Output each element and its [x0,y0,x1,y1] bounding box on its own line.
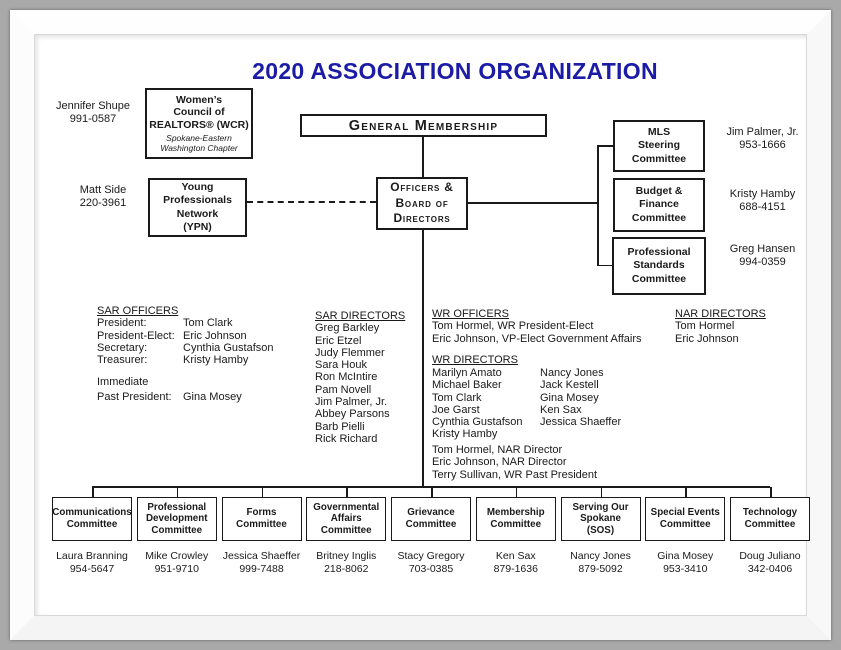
committee-box: Communications Committee [52,497,132,541]
sar-directors-section: SAR DIRECTORS Greg Barkley Eric Etzel Ju… [315,310,425,445]
committee-box: Special Events Committee [645,497,726,541]
wr-directors-notes: Tom Hormel, NAR Director Eric Johnson, N… [432,444,598,481]
committee-box: Professional Development Committee [136,497,217,541]
general-membership-box: General Membership [300,114,547,137]
mls-steering-box: MLS Steering Committee [613,120,705,172]
sar-officers-heading: SAR OFFICERS [97,305,179,317]
committee-cell: Professional Development Committee Mike … [136,487,217,575]
committee-contact: Doug Juliano 342-0406 [739,550,801,575]
sar-directors-names: Greg Barkley Eric Etzel Judy Flemmer Sar… [315,322,390,445]
officer-row: President: Tom Clark [97,317,233,330]
officer-row: Past President: Gina Mosey [97,390,242,403]
connector-bottom-rail [92,486,770,488]
wcr-box-title: Women’s Council of REALTORS® (WCR) [149,93,249,131]
mls-steering-contact: Jim Palmer, Jr. 953-1666 [726,126,799,152]
connector-stub [92,487,94,497]
committee-box: Governmental Affairs Committee [306,497,387,541]
committee-contact: Laura Branning 954-5647 [56,550,128,575]
officer-row: President-Elect: Eric Johnson [97,329,247,342]
committee-box: Membership Committee [475,497,556,541]
committee-contact: Mike Crowley 951-9710 [145,550,209,575]
wcr-box-subtitle: Spokane-Eastern Washington Chapter [160,132,238,154]
sar-directors-heading: SAR DIRECTORS [315,310,406,322]
officer-row: Secretary: Cynthia Gustafson [97,341,274,354]
connector-stub [431,487,433,497]
connector-stub [261,487,263,497]
wr-officers-section: WR OFFICERS Tom Hormel, WR President-Ele… [432,308,662,345]
wcr-box: Women’s Council of REALTORS® (WCR) Spoka… [145,88,253,159]
budget-finance-box: Budget & Finance Committee [613,178,705,232]
wr-officers-heading: WR OFFICERS [432,308,509,320]
professional-standards-contact: Greg Hansen 994-0359 [729,243,796,269]
officer-row: Immediate [97,376,149,389]
nar-directors-heading: NAR DIRECTORS [675,308,766,320]
page-title: 2020 ASSOCIATION ORGANIZATION [252,58,658,84]
committee-cell: Membership Committee Ken Sax 879-1636 [475,487,556,575]
committee-contact: Stacy Gregory 703-0385 [397,550,465,575]
committee-cell: Special Events Committee Gina Mosey 953-… [645,487,726,575]
connector-stub [600,487,602,497]
committee-cell: Communications Committee Laura Branning … [52,487,132,575]
nar-directors-names: Tom Hormel Eric Johnson [675,320,739,345]
connector-stub-standards [597,264,612,266]
ypn-contact: Matt Side 220-3961 [79,184,127,210]
professional-standards-box: Professional Standards Committee [612,237,706,295]
connector-officers-to-right [468,202,598,204]
committee-cell: Grievance Committee Stacy Gregory 703-03… [391,487,471,575]
connector-stub-mls [597,145,613,147]
committee-cell: Governmental Affairs Committee Britney I… [306,487,387,575]
ypn-box: Young Professionals Network (YPN) [148,178,247,237]
committee-contact: Nancy Jones 879-5092 [570,550,631,575]
connector-stub [176,487,179,497]
committee-cell: Serving Our Spokane (SOS) Nancy Jones 87… [560,487,641,575]
wr-directors-col1: Marilyn Amato Michael Baker Tom Clark Jo… [432,367,523,441]
sar-officers-section: SAR OFFICERS President: Tom Clark Presid… [97,305,297,403]
committee-box: Technology Committee [730,497,810,541]
committee-contact: Jessica Shaeffer 999-7488 [222,550,301,575]
committee-box: Forms Committee [221,497,302,541]
committee-contact: Gina Mosey 953-3410 [657,550,714,575]
officers-board-box: Officers & Board of Directors [376,177,468,230]
budget-finance-contact: Kristy Hamby 688-4151 [729,188,796,214]
connector-stub [685,487,687,497]
connector-stub [346,487,348,497]
wr-officers-lines: Tom Hormel, WR President-Elect Eric John… [432,320,642,345]
connector-officers-to-bottom [422,230,424,487]
connector-stub [770,487,772,497]
committee-row: Communications Committee Laura Branning … [52,487,810,575]
committee-box: Serving Our Spokane (SOS) [560,497,641,541]
wcr-contact: Jennifer Shupe 991-0587 [56,100,130,126]
wr-directors-heading: WR DIRECTORS [432,354,518,366]
committee-cell: Forms Committee Jessica Shaeffer 999-748… [221,487,302,575]
wr-directors-col2: Nancy Jones Jack Kestell Gina Mosey Ken … [540,367,622,429]
committee-cell: Technology Committee Doug Juliano 342-04… [730,487,810,575]
connector-gm-to-officers [422,137,424,177]
connector-ypn-dashed [247,201,376,203]
committee-contact: Ken Sax 879-1636 [493,550,538,575]
connector-right-vertical [597,145,599,266]
connector-stub [515,487,518,497]
officer-row: Treasurer: Kristy Hamby [97,354,249,367]
committee-contact: Britney Inglis 218-8062 [316,550,377,575]
nar-directors-section: NAR DIRECTORS Tom Hormel Eric Johnson [675,308,785,345]
committee-box: Grievance Committee [391,497,471,541]
